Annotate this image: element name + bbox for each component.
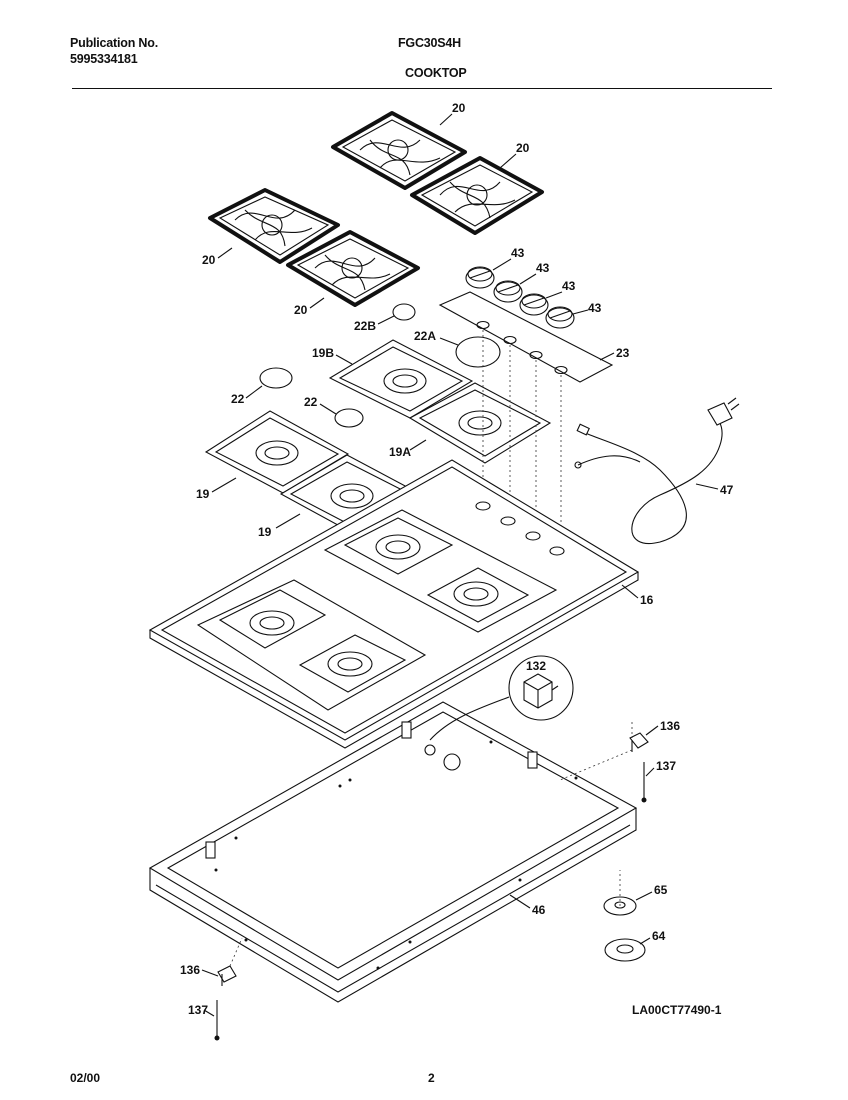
grate-mid-right [286, 230, 420, 307]
grate-top-right [410, 156, 544, 235]
knob-3 [519, 293, 549, 316]
header-rule [72, 88, 772, 89]
callout-47: 47 [720, 483, 734, 497]
callout-46: 46 [532, 903, 546, 917]
burner-cap-22-mid [334, 408, 364, 428]
callout-64: 64 [652, 929, 666, 943]
publication-label: Publication No. [70, 36, 158, 50]
bracket-136-left [217, 965, 237, 986]
callout-43-d: 43 [588, 301, 602, 315]
burner-bowl-19b [328, 339, 474, 419]
section-title: COOKTOP [405, 66, 467, 80]
publication-number: 5995334181 [70, 52, 138, 66]
callout-137-left: 137 [188, 1003, 208, 1017]
callout-22b: 22B [354, 319, 376, 333]
grate-mid-left [208, 188, 340, 264]
callout-20-d: 20 [294, 303, 308, 317]
page-number: 2 [428, 1071, 435, 1085]
bracket-136-right [629, 732, 649, 752]
callout-43-a: 43 [511, 246, 525, 260]
callout-65: 65 [654, 883, 668, 897]
callout-20-a: 20 [452, 101, 466, 115]
grommet-64 [604, 938, 646, 962]
power-cord-47 [574, 397, 740, 545]
callout-23: 23 [616, 346, 630, 360]
callout-22-mid: 22 [304, 395, 318, 409]
burner-cap-22-left [259, 367, 293, 389]
callout-136-right: 136 [660, 719, 680, 733]
chassis-46 [148, 701, 638, 1003]
callout-137-right: 137 [656, 759, 676, 773]
callout-43-b: 43 [536, 261, 550, 275]
knob-4 [545, 306, 575, 329]
grate-top-left [331, 111, 467, 190]
callout-22-left: 22 [231, 392, 245, 406]
cooktop-16 [148, 459, 640, 749]
callout-19b: 19B [312, 346, 334, 360]
callout-22a: 22A [414, 329, 436, 343]
callout-136-left: 136 [180, 963, 200, 977]
callout-20-b: 20 [516, 141, 530, 155]
knob-1 [465, 266, 495, 289]
burner-cap-22a [455, 336, 501, 368]
callout-132: 132 [526, 659, 546, 673]
footer-date: 02/00 [70, 1071, 101, 1085]
knob-2 [493, 280, 523, 303]
callout-43-c: 43 [562, 279, 576, 293]
burner-bowl-19-upper [204, 410, 350, 494]
igniter-module-132 [429, 655, 574, 741]
callout-20-c: 20 [202, 253, 216, 267]
burner-bowl-19a [408, 382, 552, 464]
drawing-code: LA00CT77490-1 [632, 1003, 722, 1017]
callout-16: 16 [640, 593, 654, 607]
burner-cap-22b [392, 303, 416, 321]
screw-137-left [214, 1000, 220, 1041]
control-panel-23 [438, 291, 614, 383]
callout-19a: 19A [389, 445, 411, 459]
screw-137-right [641, 762, 647, 803]
callout-19-lower: 19 [258, 525, 272, 539]
callout-19-upper: 19 [196, 487, 210, 501]
model-number: FGC30S4H [398, 36, 462, 50]
